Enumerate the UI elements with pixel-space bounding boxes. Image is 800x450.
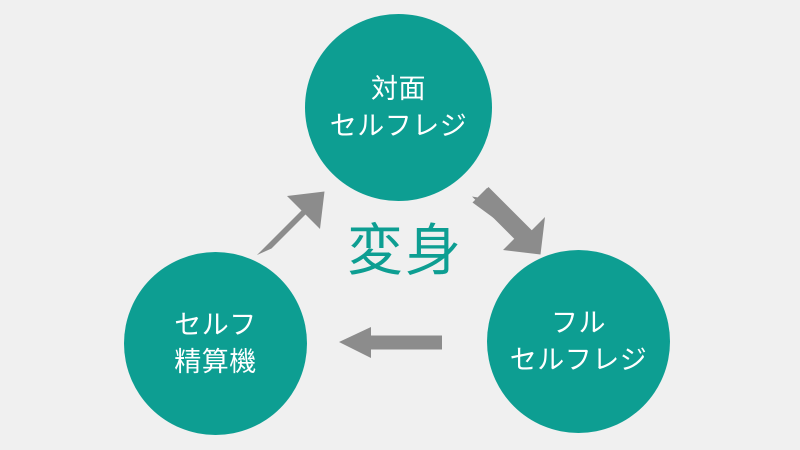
node-right-label-line1: フル — [551, 308, 606, 339]
node-top-circle[interactable]: 対面 セルフレジ — [305, 14, 492, 201]
arrow-left-to-top — [257, 191, 325, 255]
node-right-circle[interactable]: フル セルフレジ — [487, 250, 670, 433]
center-caption: 変身 — [347, 219, 463, 282]
node-left-label-line1: セルフ — [174, 310, 257, 341]
arrow-top-to-right — [472, 187, 545, 255]
node-top-label-line1: 対面 — [371, 74, 426, 105]
node-top-label-line2: セルフレジ — [329, 110, 468, 141]
node-right-label-line2: セルフレジ — [509, 344, 648, 375]
node-left-circle[interactable]: セルフ 精算機 — [124, 252, 307, 435]
arrow-right-to-left — [339, 327, 442, 358]
node-left-label-line2: 精算機 — [174, 346, 257, 377]
